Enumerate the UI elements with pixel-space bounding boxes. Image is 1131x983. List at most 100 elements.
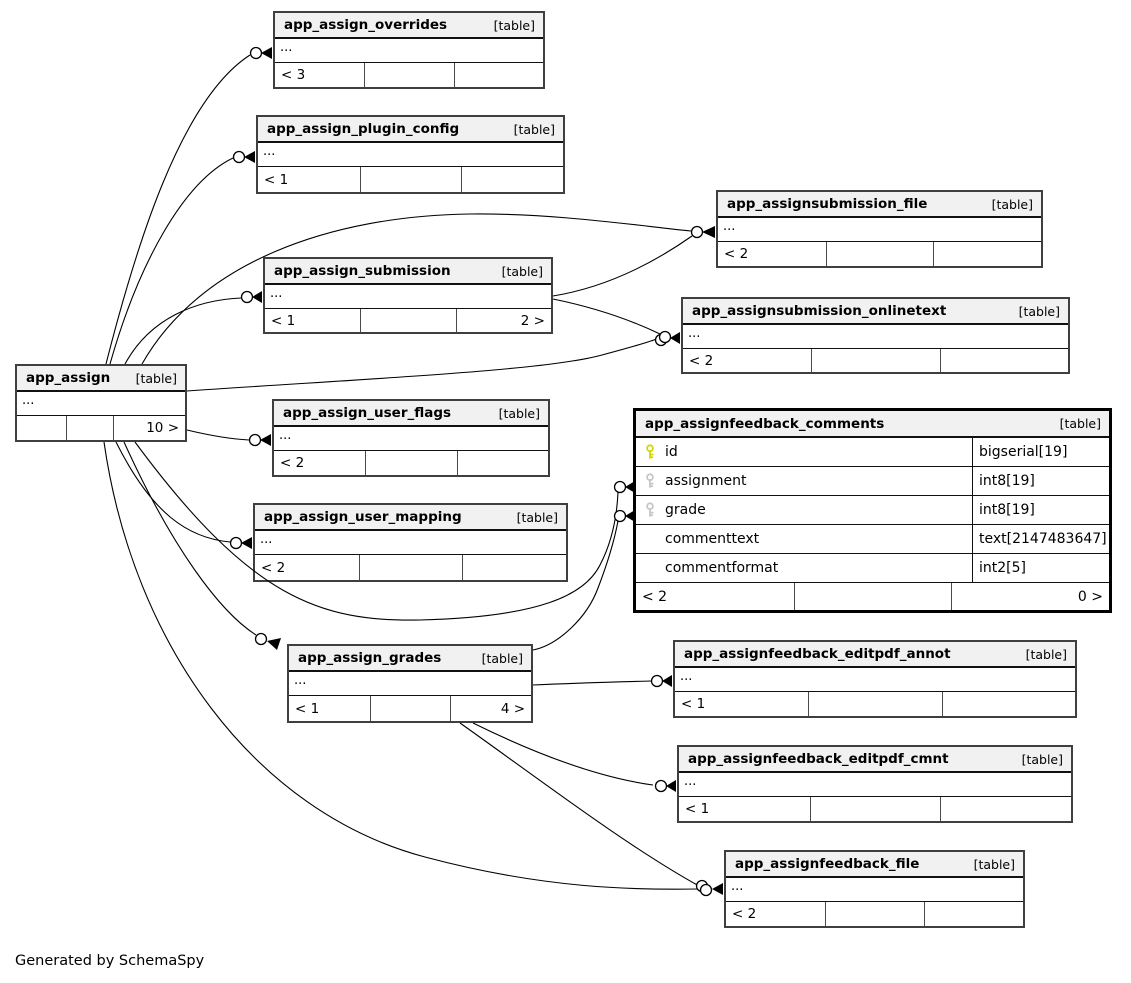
footer-cell (65, 416, 113, 440)
columns-ellipsis: ... (17, 392, 185, 416)
column-row-commenttext: commenttext text[2147483647] (636, 525, 1109, 554)
column-type: int8[19] (979, 473, 1035, 489)
table-name: app_assign_grades (298, 650, 442, 666)
table-name: app_assignfeedback_file (735, 856, 920, 872)
table-header: app_assign_user_mapping [table] (255, 505, 566, 531)
table-header: app_assign_plugin_config [table] (258, 117, 563, 143)
table-app-assign-submission[interactable]: app_assign_submission [table] ... < 1 2 … (263, 257, 553, 334)
table-name: app_assignsubmission_onlinetext (692, 303, 947, 319)
edge-assign-plugin-config (109, 157, 234, 365)
table-app-assign-grades[interactable]: app_assign_grades [table] ... < 1 4 > (287, 644, 533, 723)
crowfoot-marker-comments-grade (613, 509, 635, 523)
table-app-assignsubmission-file[interactable]: app_assignsubmission_file [table] ... < … (716, 190, 1043, 268)
crowfoot-marker-comments-assignment (613, 480, 635, 494)
parents-count: < 1 (295, 700, 320, 717)
footer-cell (359, 167, 462, 192)
table-app-assignsubmission-onlinetext[interactable]: app_assignsubmission_onlinetext [table] … (681, 297, 1070, 374)
table-app-assign-user-flags[interactable]: app_assign_user_flags [table] ... < 2 (272, 399, 550, 477)
table-app-assign-overrides[interactable]: app_assign_overrides [table] ... < 3 (273, 11, 545, 89)
degree-footer: < 1 2 > (265, 309, 551, 332)
columns-ellipsis: ... (289, 672, 531, 696)
columns-ellipsis: ... (255, 531, 566, 555)
crowfoot-marker-submission-file (690, 225, 715, 239)
columns-ellipsis: ... (675, 668, 1075, 692)
table-name: app_assign_submission (274, 263, 451, 279)
table-type-tag: [table] (501, 263, 543, 279)
footer-cell (825, 242, 934, 266)
degree-footer: 10 > (17, 416, 185, 440)
table-header: app_assignfeedback_editpdf_annot [table] (675, 642, 1075, 668)
footer-cell (364, 63, 453, 87)
columns-ellipsis: ... (275, 39, 543, 63)
footer-cell (358, 555, 463, 580)
crowfoot-marker-plugin-config (232, 150, 255, 164)
table-type-tag: [table] (1059, 416, 1101, 431)
children-count (461, 167, 563, 192)
primary-key-icon (646, 444, 654, 459)
degree-footer: < 2 0 > (636, 583, 1109, 610)
table-header: app_assignfeedback_editpdf_cmnt [table] (679, 747, 1071, 773)
degree-footer: < 1 (679, 797, 1071, 821)
column-type: text[2147483647] (979, 531, 1107, 547)
crowfoot-marker-feedback-file (695, 879, 723, 897)
table-name: app_assign_overrides (284, 17, 448, 33)
crowfoot-marker-editpdf-annot (650, 674, 672, 688)
table-app-assign-plugin-config[interactable]: app_assign_plugin_config [table] ... < 1 (256, 115, 565, 194)
table-app-assignfeedback-editpdf-annot[interactable]: app_assignfeedback_editpdf_annot [table]… (673, 640, 1077, 718)
parents-count: < 2 (642, 588, 668, 605)
parents-count: < 1 (681, 696, 706, 712)
crowfoot-marker-submission (240, 290, 262, 304)
table-name: app_assign_user_mapping (264, 509, 462, 525)
table-app-assignfeedback-editpdf-cmnt[interactable]: app_assignfeedback_editpdf_cmnt [table] … (677, 745, 1073, 823)
columns-ellipsis: ... (683, 325, 1068, 349)
columns-ellipsis: ... (726, 878, 1023, 902)
table-header: app_assignfeedback_file [table] (726, 852, 1023, 878)
table-header: app_assignsubmission_file [table] (718, 192, 1041, 218)
degree-footer: < 2 (274, 451, 548, 475)
table-header: app_assign_submission [table] (265, 259, 551, 285)
children-count (924, 902, 1023, 926)
table-app-assignfeedback-comments[interactable]: app_assignfeedback_comments [table] id b… (633, 408, 1112, 613)
column-name: grade (665, 502, 706, 518)
table-app-assign[interactable]: app_assign [table] ... 10 > (15, 364, 187, 442)
parents-count: < 2 (261, 559, 286, 576)
table-type-tag: [table] (135, 370, 177, 386)
column-type: int2[5] (979, 560, 1026, 576)
footer-cell (365, 451, 456, 475)
table-type-tag: [table] (1021, 751, 1063, 767)
columns-ellipsis: ... (258, 143, 563, 167)
table-app-assignfeedback-file[interactable]: app_assignfeedback_file [table] ... < 2 (724, 850, 1025, 928)
degree-footer: < 1 (258, 167, 563, 192)
column-row-commentformat: commentformat int2[5] (636, 554, 1109, 583)
parents-count: < 2 (689, 352, 714, 369)
crowfoot-marker-editpdf-cmnt (654, 779, 676, 793)
table-name: app_assign_user_flags (283, 405, 452, 421)
table-header: app_assignfeedback_comments [table] (636, 411, 1109, 438)
table-type-tag: [table] (1025, 646, 1067, 662)
parents-count: < 1 (264, 171, 289, 188)
table-header: app_assign_overrides [table] (275, 13, 543, 39)
children-count (939, 349, 1068, 372)
table-name: app_assignfeedback_editpdf_cmnt (688, 751, 949, 767)
column-row-assignment: assignment int8[19] (636, 467, 1109, 496)
table-app-assign-user-mapping[interactable]: app_assign_user_mapping [table] ... < 2 (253, 503, 568, 582)
footer-cell (809, 797, 941, 821)
edge-submission-file (552, 235, 693, 297)
parents-count (17, 416, 66, 440)
column-name: assignment (665, 473, 747, 489)
columns-ellipsis: ... (718, 218, 1041, 242)
edge-grades-feedback-file (459, 722, 700, 887)
column-name: id (665, 444, 678, 460)
children-count (462, 555, 566, 580)
column-row-id: id bigserial[19] (636, 438, 1109, 467)
parents-count: < 2 (280, 455, 305, 471)
children-count (456, 451, 548, 475)
edge-grades-editpdf-cmnt (472, 722, 654, 786)
degree-footer: < 1 4 > (289, 696, 531, 721)
degree-footer: < 2 (718, 242, 1041, 266)
table-name: app_assign_plugin_config (267, 121, 460, 137)
table-type-tag: [table] (516, 509, 558, 525)
footer-cell (360, 309, 455, 332)
table-header: app_assign_grades [table] (289, 646, 531, 672)
